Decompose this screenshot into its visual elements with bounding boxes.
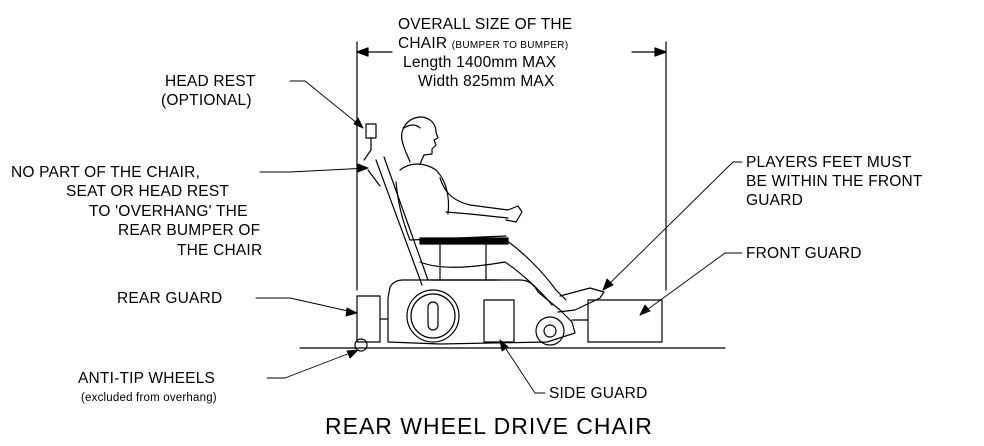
rear-guard-shape [356, 295, 381, 343]
chassis [354, 279, 663, 352]
overall-line-2-small: (BUMPER TO BUMPER) [451, 40, 569, 51]
seat [419, 237, 509, 245]
anti-tip-wheel-shape [354, 338, 368, 352]
head-rest-shape [365, 123, 377, 139]
anti-tip-label: ANTI-TIP WHEELS [78, 370, 216, 387]
side-guard-label: SIDE GUARD [549, 385, 648, 402]
side-guard-shape [483, 299, 515, 343]
player-figure [395, 116, 605, 313]
overhang-line-2: SEAT OR HEAD REST [66, 183, 230, 200]
overhang-line-3: TO 'OVERHANG' THE [89, 203, 248, 220]
drawing-title: REAR WHEEL DRIVE CHAIR [325, 413, 653, 439]
overall-line-4: Width 825mm MAX [418, 73, 555, 90]
overall-line-1: OVERALL SIZE OF THE [398, 16, 573, 33]
overhang-line-4: REAR BUMPER OF [118, 222, 261, 239]
feet-line-1: PLAYERS FEET MUST [746, 154, 912, 171]
feet-line-3: GUARD [746, 192, 803, 209]
rear-guard-label: REAR GUARD [117, 290, 223, 307]
leader-lines [255, 80, 743, 394]
head-rest-label: HEAD REST [165, 73, 256, 90]
overall-line-2-main: CHAIR [398, 35, 448, 52]
overhang-line-1: NO PART OF THE CHAIR, [11, 164, 201, 181]
front-guard-shape [587, 299, 663, 343]
anti-tip-note: (excluded from overhang) [81, 392, 217, 404]
feet-line-2: BE WITHIN THE FRONT [746, 173, 923, 190]
overall-line-2: CHAIR (BUMPER TO BUMPER) [398, 34, 568, 55]
seat-back [367, 156, 429, 286]
overhang-line-5: THE CHAIR [177, 242, 263, 259]
head-rest-optional: (OPTIONAL) [161, 92, 252, 109]
front-guard-label: FRONT GUARD [746, 245, 862, 262]
overall-line-3: Length 1400mm MAX [403, 54, 557, 71]
dimension-lines [356, 41, 667, 291]
